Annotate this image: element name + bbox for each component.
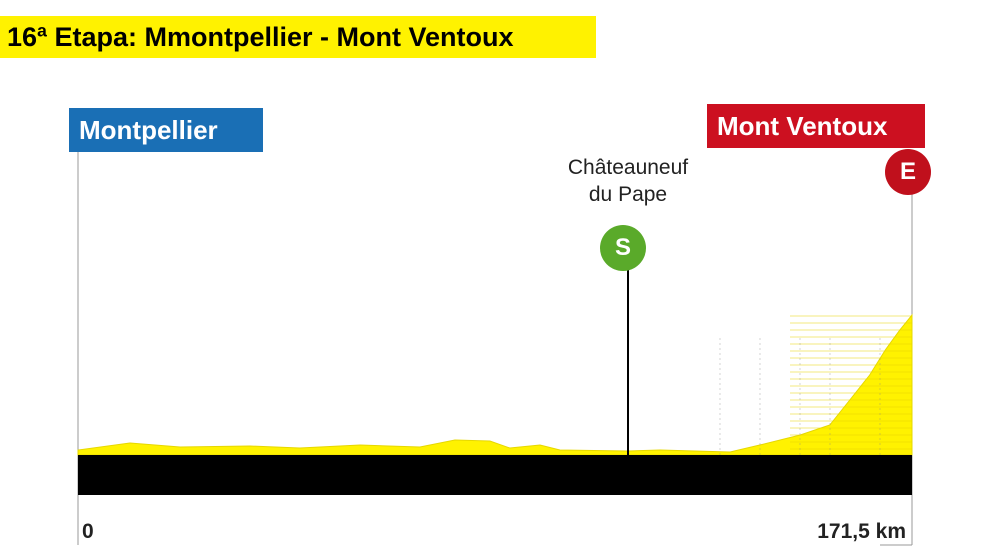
finish-label: Mont Ventoux (707, 104, 925, 148)
sprint-label-line2: du Pape (588, 183, 668, 206)
start-label: Montpellier (69, 108, 263, 152)
x-tick-label-end: 171,5 km (817, 520, 906, 543)
sprint-label: Châteauneuf du Pape (548, 154, 708, 208)
base-bar (78, 455, 912, 495)
x-tick-label-start: 0 (82, 520, 94, 543)
sprint-label-line1: Châteauneuf (567, 156, 689, 179)
sprint-badge: S (600, 225, 646, 271)
finish-badge: E (885, 149, 931, 195)
chart-title: 16ª Etapa: Mmontpellier - Mont Ventoux (0, 16, 596, 58)
elevation-area (77, 313, 913, 456)
